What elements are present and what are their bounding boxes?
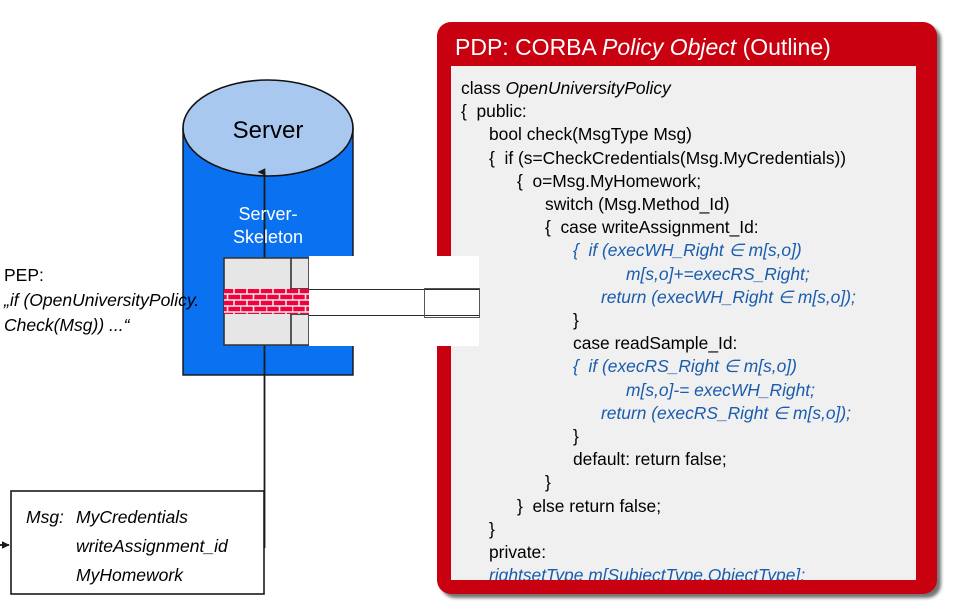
code-line-12: { if (execRS_Right ∈ m[s,o])	[573, 356, 797, 377]
code-line-3: { if (s=CheckCredentials(Msg.MyCredentia…	[489, 147, 847, 168]
pdp-connector-line-bottom	[309, 314, 479, 317]
server-skeleton-label: Server- Skeleton	[183, 203, 353, 249]
code-line-18: } else return false;	[517, 495, 662, 516]
code-class-name: OpenUniversityPolicy	[505, 78, 671, 98]
msg-box-row-1: writeAssignment_id	[26, 532, 256, 561]
pep-code-line-1: „if (OpenUniversityPolicy.	[4, 290, 200, 310]
code-line-20: private:	[489, 542, 547, 562]
code-line-19: }	[489, 518, 495, 539]
msg-box-content: Msg: MyCredentials writeAssignment_id MyH…	[26, 503, 256, 590]
server-cylinder-top	[182, 79, 354, 177]
pep-code-line-2: Check(Msg)) ...“	[4, 315, 130, 335]
msg-box-value-2: MyHomework	[76, 565, 183, 585]
pdp-connector-line-top	[309, 288, 479, 291]
msg-box-key: Msg:	[26, 507, 64, 527]
pdp-panel-title: PDP: CORBA Policy Object (Outline)	[455, 34, 831, 61]
pep-title: PEP:	[4, 265, 44, 285]
code-line-10: }	[573, 310, 579, 330]
pdp-code-listing: class OpenUniversityPolicy { public:bool …	[451, 66, 916, 580]
code-line-6: { case writeAssignment_Id:	[545, 217, 759, 238]
code-line-13: m[s,o]-= execWH_Right;	[626, 379, 815, 400]
code-line-21: rightsetType m[SubjectType,ObjectType];	[489, 565, 806, 580]
code-line-7: { if (execWH_Right ∈ m[s,o])	[573, 240, 802, 261]
pdp-connector-endcap	[424, 288, 480, 318]
code-keyword-class: class	[461, 78, 506, 98]
msg-box-value-0: MyCredentials	[76, 507, 188, 527]
server-skeleton-label-line2: Skeleton	[232, 227, 304, 247]
msg-box-row-0: Msg: MyCredentials	[26, 503, 256, 532]
pdp-title-part-2: (Outline)	[736, 34, 831, 60]
code-line-5: switch (Msg.Method_Id)	[545, 194, 730, 214]
firewall-brick-band	[224, 289, 309, 314]
pep-annotation: PEP: „if (OpenUniversityPolicy. Check(Ms…	[4, 263, 199, 338]
code-line-14: return (execRS_Right ∈ m[s,o]);	[601, 402, 851, 423]
code-line-15: }	[573, 426, 579, 446]
code-line-0: class OpenUniversityPolicy	[461, 78, 671, 98]
pdp-title-part-1: PDP: CORBA	[455, 34, 602, 60]
code-line-17: }	[545, 472, 551, 493]
pdp-connector-backdrop	[309, 256, 479, 346]
msg-box-value-1: writeAssignment_id	[76, 536, 228, 556]
server-skeleton-label-line1: Server-	[238, 204, 298, 224]
server-title: Server	[232, 117, 304, 144]
pdp-title-part-italic: Policy Object	[601, 34, 737, 60]
msg-box	[10, 490, 265, 595]
msg-box-row-2: MyHomework	[26, 561, 256, 590]
code-line-1: { public:	[461, 101, 527, 122]
code-line-8: m[s,o]+=execRS_Right;	[626, 263, 810, 284]
pdp-policy-object-panel: PDP: CORBA Policy Object (Outline) class…	[437, 22, 937, 594]
code-line-4: { o=Msg.MyHomework;	[517, 170, 702, 191]
code-line-2: bool check(MsgType Msg)	[489, 124, 692, 145]
code-line-9: return (execWH_Right ∈ m[s,o]);	[601, 286, 856, 307]
code-line-11: case readSample_Id:	[573, 333, 738, 354]
firewall-block	[223, 257, 310, 346]
code-line-16: default: return false;	[573, 449, 727, 470]
